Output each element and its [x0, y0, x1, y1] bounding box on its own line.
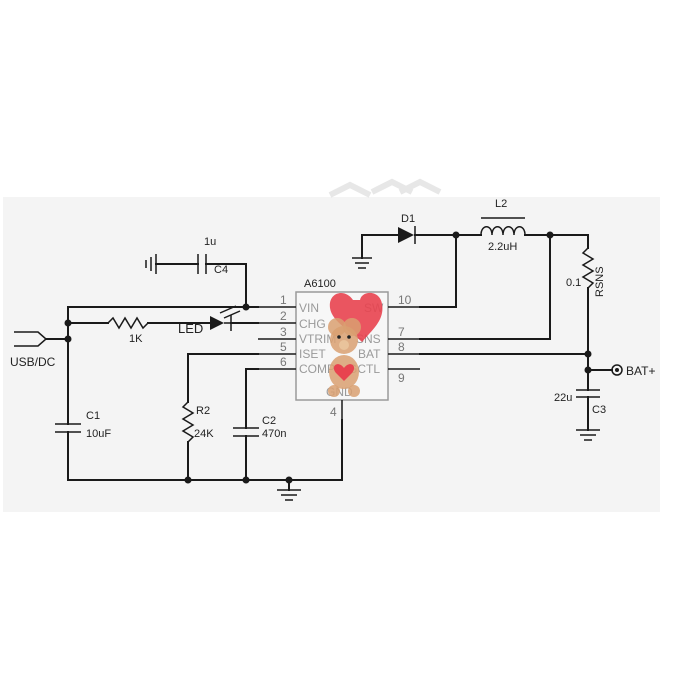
ground-icon-c3: [576, 429, 600, 441]
d1-ref: D1: [401, 213, 415, 225]
c2-top-wire: [245, 368, 259, 429]
pin-vin-label: VIN: [299, 301, 319, 315]
pin-iset-label: ISET: [299, 347, 326, 361]
c2-ref: C2: [262, 415, 276, 427]
usb-dc-connector: [14, 331, 48, 347]
d1-diode: [398, 226, 416, 244]
ground-icon-c4: [145, 254, 157, 274]
rsns-ref: RSNS: [594, 266, 606, 297]
l2-right-wire: [524, 234, 589, 249]
c3-ref: C3: [592, 404, 606, 416]
rsns-resistor: [581, 247, 595, 289]
bat-terminal: [611, 364, 623, 376]
l2-inductor: [480, 217, 526, 236]
pin-1-number: 1: [280, 293, 287, 307]
r2-resistor: [181, 401, 195, 443]
bat-plus-label: BAT+: [626, 364, 655, 378]
r1-resistor: [107, 316, 149, 330]
pin-4-number: 4: [330, 405, 337, 419]
junction-dots: [64, 231, 592, 484]
usb-dc-label: USB/DC: [10, 355, 56, 369]
ground-icon-d1: [352, 257, 372, 269]
pin-3-number: 3: [280, 325, 287, 339]
led-label: LED: [178, 321, 203, 336]
pin-5-number: 5: [280, 340, 287, 354]
r2-value: 24K: [194, 428, 214, 440]
c2-capacitor: [233, 427, 259, 437]
ground-rail: [67, 419, 343, 481]
c4-capacitor: [197, 254, 207, 274]
c3-value: 22u: [554, 392, 572, 404]
c1-capacitor: [55, 423, 81, 433]
led-diode: [210, 305, 241, 331]
r2-top-wire: [187, 353, 259, 403]
ground-icon-main: [277, 489, 301, 501]
pin-9-number: 9: [398, 371, 405, 385]
c1-ref: C1: [86, 410, 100, 422]
bat-terminal-center: [615, 368, 619, 372]
l2-value: 2.2uH: [488, 241, 517, 253]
ic-name: A6100: [304, 278, 336, 290]
r2-ref: R2: [196, 405, 210, 417]
pin-6-number: 6: [280, 355, 287, 369]
pin-7-number: 7: [398, 325, 405, 339]
pin-chg-label: CHG: [299, 317, 326, 331]
pin-bat-label: BAT: [358, 347, 381, 361]
r1-value: 1K: [129, 333, 143, 345]
c3-capacitor: [576, 389, 600, 398]
pin-8-number: 8: [398, 340, 405, 354]
sw-wire: [419, 234, 457, 308]
l2-ref: L2: [495, 198, 507, 210]
c4-value: 1u: [204, 236, 216, 248]
c2-value: 470n: [262, 428, 286, 440]
rsns-value: 0.1: [566, 277, 581, 289]
pin-10-number: 10: [398, 293, 412, 307]
teddy-bear-heart-sticker: [328, 292, 383, 397]
pin-comp-label: COMP: [299, 362, 335, 376]
sns-wire: [419, 234, 551, 340]
pin-2-number: 2: [280, 309, 287, 323]
watermark-mark: [328, 178, 442, 198]
pin-vtrim-label: VTRIM: [299, 332, 336, 346]
c4-ref: C4: [214, 264, 228, 276]
c1-value: 10uF: [86, 428, 111, 440]
c4-right-wire: [205, 263, 247, 308]
